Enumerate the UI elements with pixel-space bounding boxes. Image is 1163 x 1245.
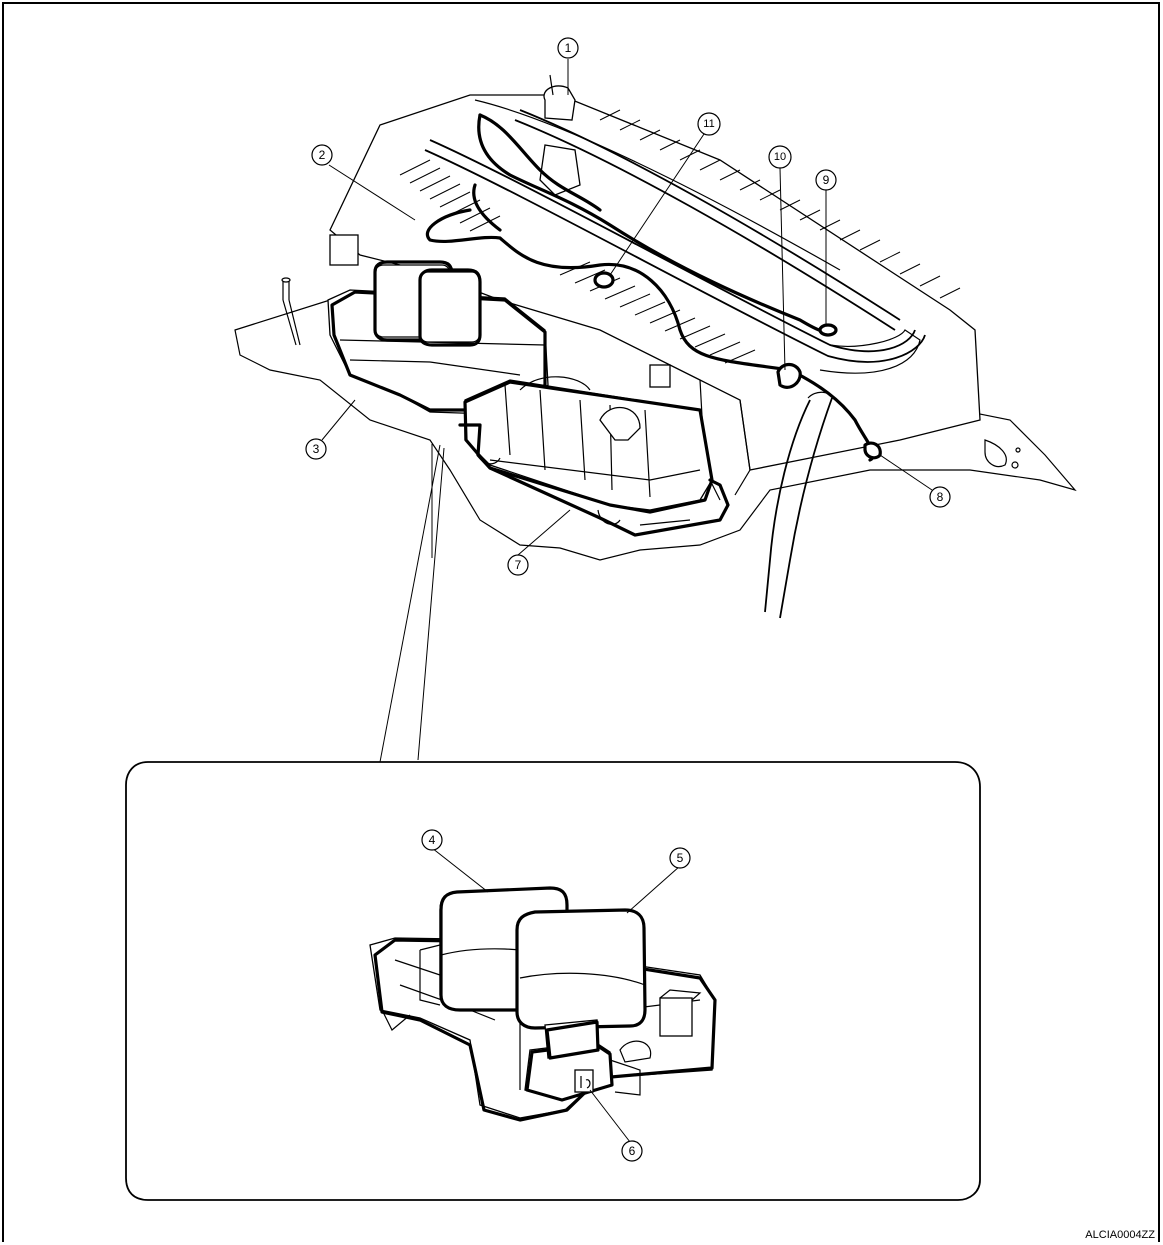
- wiring-harness: [425, 113, 882, 462]
- outgoing-cable: [764, 397, 833, 619]
- svg-text:7: 7: [515, 558, 522, 572]
- detail-junction-box: [369, 886, 717, 1122]
- connector-9: [818, 323, 838, 337]
- harness-main-run: [425, 208, 792, 372]
- svg-text:6: 6: [629, 1144, 636, 1158]
- callout-1: 1: [557, 37, 579, 59]
- junction-box-front: [458, 364, 730, 537]
- callout-3: 3: [305, 438, 327, 460]
- top-bracket: [543, 85, 576, 121]
- callout-7: 7: [507, 554, 529, 576]
- callout-2: 2: [311, 144, 333, 166]
- connector-11: [593, 271, 615, 289]
- bus-bar-rail-rear: [519, 109, 901, 321]
- connector-8: [863, 441, 882, 460]
- callout-5: 5: [669, 847, 691, 869]
- svg-text:9: 9: [823, 173, 830, 187]
- callout-4: 4: [421, 829, 443, 851]
- svg-text:2: 2: [319, 148, 326, 162]
- svg-text:5: 5: [677, 851, 684, 865]
- callout-10: 10: [768, 145, 792, 169]
- svg-text:10: 10: [774, 151, 786, 163]
- callout-6: 6: [621, 1140, 643, 1162]
- svg-text:11: 11: [703, 118, 714, 130]
- svg-text:4: 4: [429, 833, 436, 847]
- svg-text:1: 1: [565, 41, 572, 55]
- callout-8: 8: [929, 486, 951, 508]
- junction-box-main: [281, 234, 549, 416]
- callout-11: 11: [697, 112, 721, 136]
- detail-leader-lines: [431, 847, 681, 1143]
- callout-9: 9: [815, 169, 837, 191]
- svg-text:8: 8: [937, 490, 944, 504]
- svg-text:3: 3: [313, 442, 320, 456]
- connector-10: [776, 362, 802, 389]
- detail-inset-frame: [125, 761, 981, 1201]
- bus-bar-rail-front: [429, 139, 916, 353]
- figure-reference-code: ALCIA0004ZZ: [1085, 1229, 1155, 1241]
- leader-lines: [321, 59, 933, 763]
